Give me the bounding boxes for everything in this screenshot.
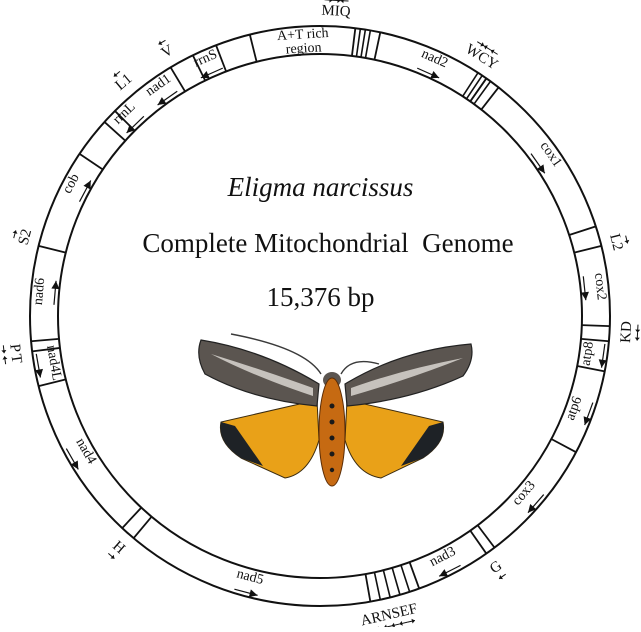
gene-boundary — [31, 339, 59, 341]
trna-label: KD — [618, 321, 635, 344]
gene-atp8: atp8 — [579, 341, 609, 369]
trna-V: V — [156, 37, 176, 61]
gene-boundary — [581, 339, 609, 341]
ring-inner — [58, 54, 582, 578]
gene-boundary — [410, 562, 420, 588]
trna-arrow-head — [635, 330, 640, 333]
gene-nad3: nad3 — [427, 544, 464, 580]
trna-label: T — [7, 353, 24, 364]
trna-label: ARNSEF — [359, 601, 419, 627]
genome-size: 15,376 bp — [0, 282, 641, 313]
gene-label: atp6 — [563, 395, 585, 423]
gene-label: nad3 — [427, 544, 458, 570]
trna-MIQ: MIQ — [321, 0, 351, 20]
gene-nad2: nad2 — [414, 46, 450, 82]
trna-H: H — [106, 538, 128, 561]
gene-boundary — [374, 572, 380, 599]
trna-KD: KD — [618, 321, 641, 344]
trna-P: P — [1, 343, 23, 354]
trna-ARNSEF: ARNSEF — [359, 601, 420, 627]
gene-label-line2: region — [285, 40, 322, 57]
trna-T: T — [2, 353, 25, 365]
trna-label: P — [6, 343, 23, 353]
gene-boundary — [250, 35, 257, 62]
gene-nad4: nad4 — [62, 436, 99, 473]
trna-label: MIQ — [321, 3, 351, 21]
gene-boundary — [582, 325, 610, 326]
gene-boundary — [356, 29, 360, 57]
trna-G: G — [487, 558, 508, 582]
gene-label: rrnL — [110, 99, 138, 127]
trna-arrow-head — [635, 338, 640, 341]
gene-rrnL: rrnL — [110, 99, 147, 136]
trna-arrow-head — [2, 356, 7, 360]
trna-label: V — [159, 42, 177, 61]
genome-title: Complete Mitochondrial Genome — [0, 228, 641, 259]
gene-label: atp8 — [579, 341, 597, 367]
gene-label: nad1 — [143, 71, 174, 99]
trna-label: G — [487, 558, 505, 577]
moth-illustration — [193, 330, 475, 490]
gene-boundary — [365, 574, 370, 602]
gene-label: cox3 — [510, 478, 539, 508]
gene-boundary — [551, 439, 576, 452]
trna-label: H — [109, 538, 128, 557]
gene-label: nad2 — [419, 46, 450, 71]
trna-arrow-head — [1, 350, 6, 354]
gene-boundary — [122, 508, 141, 528]
gene-boundary — [352, 28, 355, 56]
trna-arrow-head — [498, 575, 503, 581]
gene-label: rrnS — [191, 47, 219, 71]
species-name: Eligma narcissus — [0, 172, 641, 203]
gene-label: nad5 — [235, 567, 265, 589]
gene-boundary — [383, 570, 390, 597]
strand-arrow-head — [155, 97, 166, 108]
gene-boundary — [401, 565, 410, 592]
gene-boundary — [365, 30, 370, 58]
gene-nad1: nad1 — [143, 71, 181, 109]
gene-boundary — [80, 154, 103, 170]
gene-cox3: cox3 — [510, 478, 548, 516]
gene-boundary — [361, 30, 365, 58]
gene-label: cox1 — [537, 139, 565, 170]
gene-boundary — [134, 517, 152, 538]
gene-boundary — [171, 67, 185, 91]
trna-L1: L1 — [109, 67, 136, 94]
gene-boundary — [392, 568, 400, 595]
gene-boundary — [374, 32, 380, 59]
